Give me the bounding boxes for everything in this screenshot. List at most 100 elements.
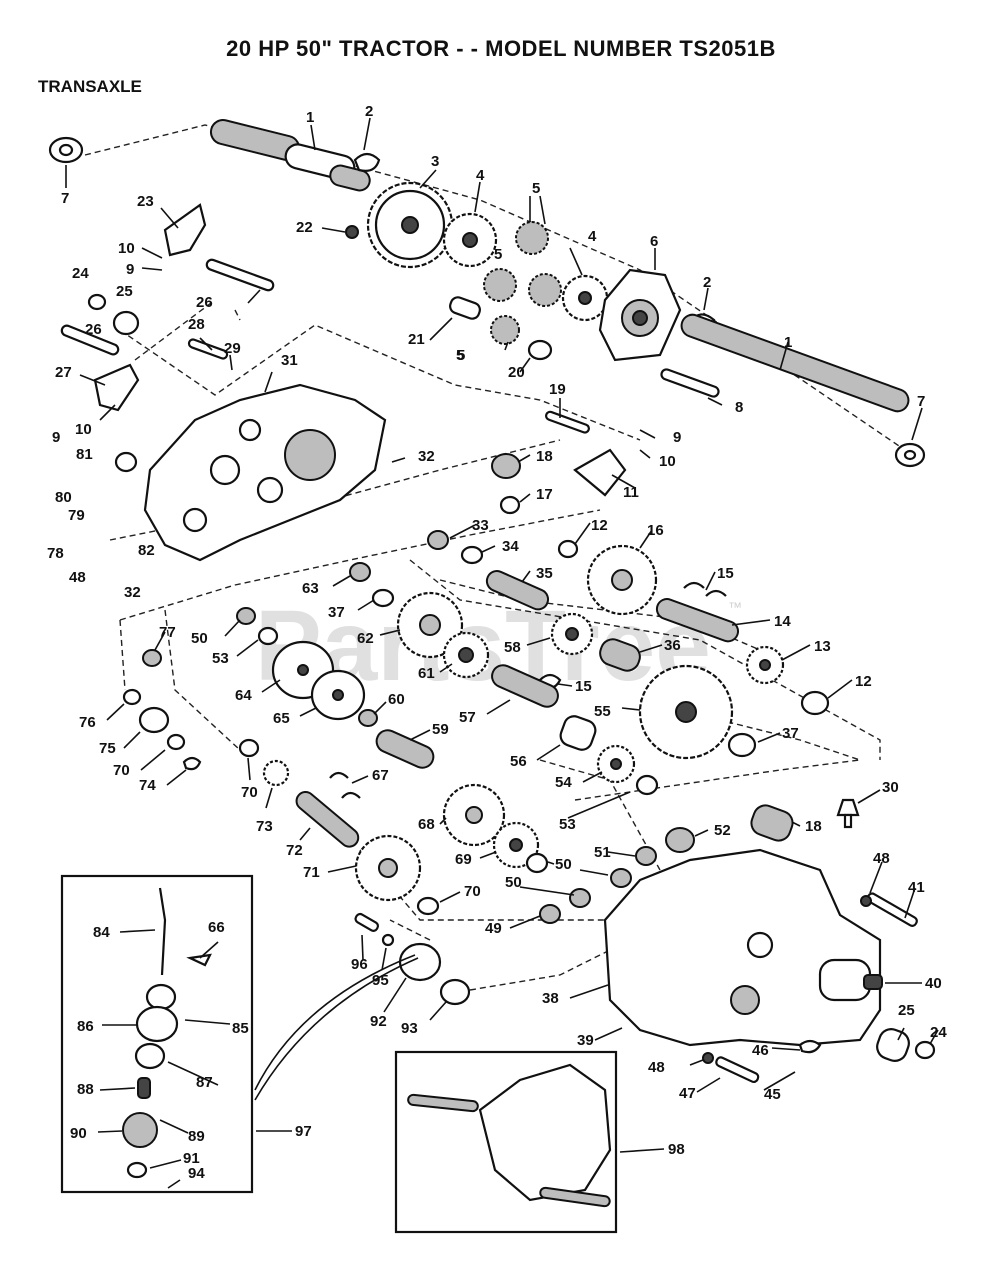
callout-48: 48 bbox=[69, 569, 86, 586]
ring-24-upper bbox=[87, 293, 107, 311]
callout-49: 49 bbox=[485, 920, 502, 937]
callout-40: 40 bbox=[925, 975, 942, 992]
callout-74: 74 bbox=[139, 777, 156, 794]
callout-10: 10 bbox=[118, 240, 135, 257]
washer-37-right bbox=[727, 732, 757, 758]
case-half-31 bbox=[143, 383, 387, 562]
callout-26: 26 bbox=[196, 294, 213, 311]
callout-37: 37 bbox=[328, 604, 345, 621]
shift-fork-27 bbox=[93, 363, 140, 412]
callout-4: 4 bbox=[588, 228, 597, 245]
callout-98: 98 bbox=[668, 1141, 685, 1158]
callout-53: 53 bbox=[559, 816, 576, 833]
callout-11: 11 bbox=[623, 484, 639, 501]
callout-36: 36 bbox=[664, 637, 681, 654]
callout-38: 38 bbox=[542, 990, 559, 1007]
washer-12-right bbox=[800, 690, 830, 716]
shift-fork-23 bbox=[163, 203, 207, 257]
retaining-ring-2-top bbox=[353, 152, 381, 172]
callout-4: 4 bbox=[476, 167, 485, 184]
callout-80: 80 bbox=[55, 489, 72, 506]
callout-90: 90 bbox=[70, 1125, 87, 1142]
callout-50: 50 bbox=[505, 874, 522, 891]
callout-2: 2 bbox=[365, 103, 373, 120]
callout-16: 16 bbox=[647, 522, 664, 539]
nut-77 bbox=[142, 649, 162, 667]
gear-62 bbox=[396, 591, 464, 659]
shift-rod-26-lower bbox=[60, 324, 120, 356]
callout-33: 33 bbox=[472, 517, 489, 534]
callout-6: 6 bbox=[650, 233, 658, 250]
callout-41: 41 bbox=[908, 879, 925, 896]
bushing-52 bbox=[665, 827, 695, 853]
callout-75: 75 bbox=[99, 740, 116, 757]
bushing-17 bbox=[499, 495, 521, 515]
ring-74 bbox=[182, 756, 202, 771]
callout-82: 82 bbox=[138, 542, 155, 559]
callout-79: 79 bbox=[68, 507, 85, 524]
washer-70-mid bbox=[238, 738, 260, 758]
gear-68 bbox=[442, 783, 506, 847]
gear-75 bbox=[138, 706, 170, 734]
gear-58 bbox=[550, 612, 594, 656]
callout-65: 65 bbox=[273, 710, 290, 727]
callout-84: 84 bbox=[93, 924, 110, 941]
callout-70: 70 bbox=[241, 784, 258, 801]
spring-40 bbox=[863, 974, 883, 990]
callout-labels: 1 2 3 4 5 5 7 22 23 10 9 24 25 26 26 28 … bbox=[47, 103, 947, 1182]
retaining-ring-15-upper bbox=[683, 581, 727, 597]
gear-69 bbox=[492, 821, 540, 869]
callout-62: 62 bbox=[357, 630, 374, 647]
bolt-47 bbox=[715, 1056, 760, 1084]
callout-29: 29 bbox=[224, 340, 241, 357]
disc-65 bbox=[310, 669, 366, 721]
ring-93 bbox=[439, 978, 471, 1006]
page-title: 20 HP 50" TRACTOR - - MODEL NUMBER TS205… bbox=[226, 36, 776, 61]
callout-78: 78 bbox=[47, 545, 64, 562]
retaining-rings-67 bbox=[329, 771, 361, 799]
spacer-36 bbox=[599, 638, 641, 672]
wire-harness-97 bbox=[254, 954, 419, 1101]
callout-96: 96 bbox=[351, 956, 368, 973]
ring-24-lower bbox=[914, 1040, 936, 1060]
callout-12: 12 bbox=[591, 517, 608, 534]
bushing-51 bbox=[635, 846, 657, 866]
bushing-20 bbox=[527, 339, 553, 361]
bushing-50-bottom bbox=[569, 888, 591, 908]
callout-31: 31 bbox=[281, 352, 298, 369]
callout-50: 50 bbox=[555, 856, 572, 873]
callout-13: 13 bbox=[814, 638, 831, 655]
callout-71: 71 bbox=[303, 864, 320, 881]
pinion-gears-5 bbox=[483, 221, 562, 345]
callout-24: 24 bbox=[72, 265, 89, 282]
callout-50: 50 bbox=[191, 630, 208, 647]
bearing-63 bbox=[349, 562, 371, 582]
washer-34 bbox=[460, 545, 484, 565]
callout-81: 81 bbox=[76, 446, 93, 463]
callout-5: 5 bbox=[532, 180, 540, 197]
bushing-25-lower bbox=[876, 1028, 910, 1062]
bushing-81 bbox=[114, 451, 138, 473]
callout-68: 68 bbox=[418, 816, 435, 833]
callout-66: 66 bbox=[208, 919, 225, 936]
gear-13 bbox=[745, 645, 785, 685]
callout-24: 24 bbox=[930, 1024, 947, 1041]
callout-39: 39 bbox=[577, 1032, 594, 1049]
callout-10: 10 bbox=[659, 453, 676, 470]
gear-4-left bbox=[442, 212, 498, 268]
washer-7-top bbox=[48, 136, 84, 164]
callout-32: 32 bbox=[418, 448, 435, 465]
gear-73 bbox=[262, 759, 290, 787]
callout-3: 3 bbox=[431, 153, 439, 170]
callout-70: 70 bbox=[464, 883, 481, 900]
callout-94: 94 bbox=[188, 1165, 205, 1182]
callout-60: 60 bbox=[388, 691, 405, 708]
callout-18: 18 bbox=[536, 448, 553, 465]
callout-89: 89 bbox=[188, 1128, 205, 1145]
callout-47: 47 bbox=[679, 1085, 696, 1102]
callout-15: 15 bbox=[575, 678, 592, 695]
input-shaft bbox=[209, 119, 371, 192]
callout-7: 7 bbox=[61, 190, 69, 207]
callout-56: 56 bbox=[510, 753, 527, 770]
vent-30 bbox=[836, 798, 860, 829]
